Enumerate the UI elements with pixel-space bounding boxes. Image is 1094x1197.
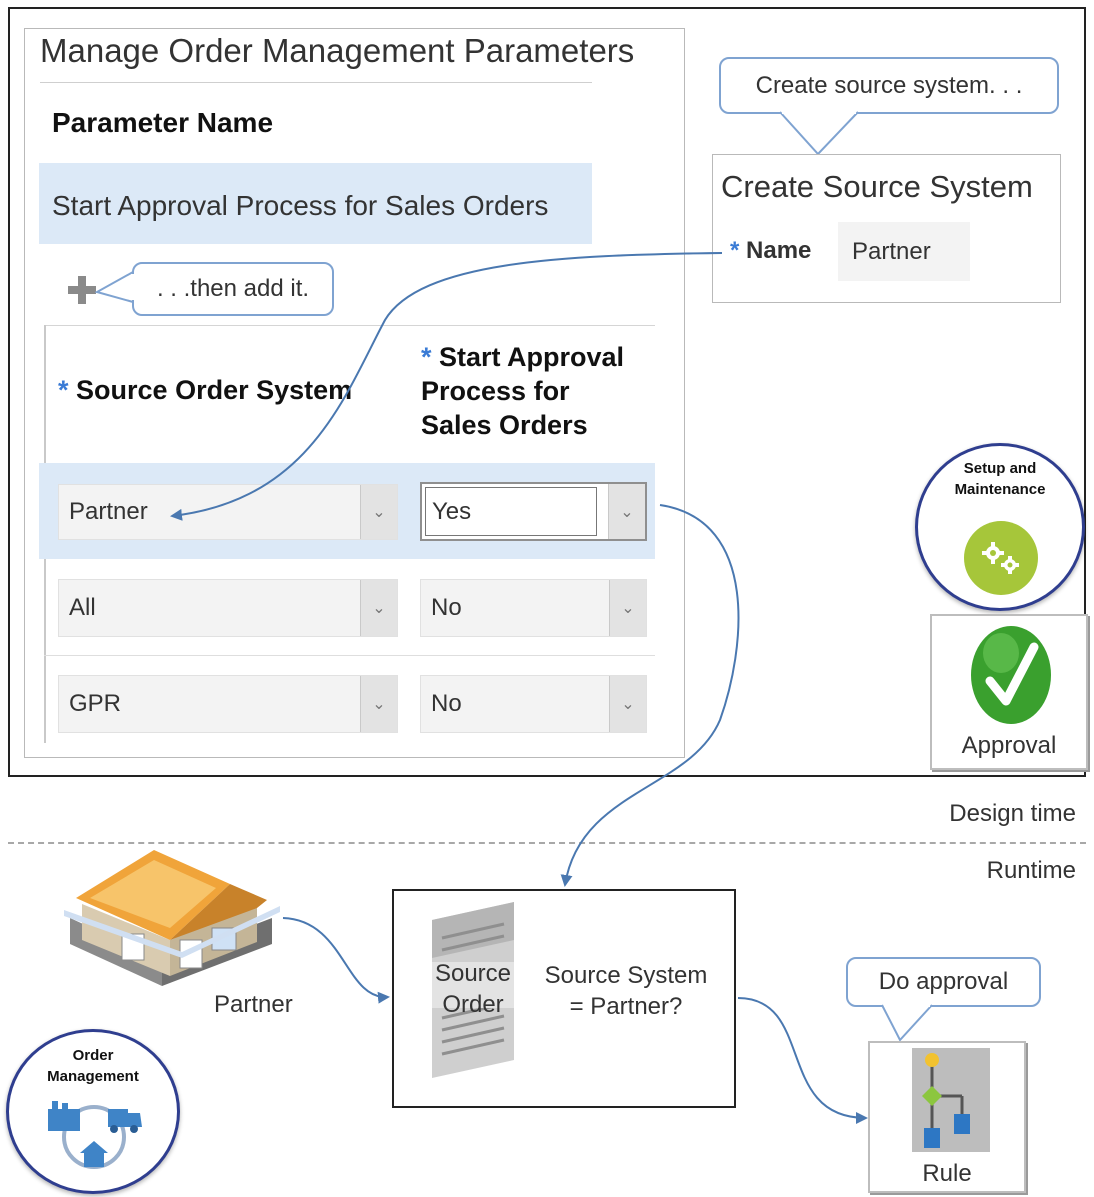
setup-badge-label: Setup and Maintenance xyxy=(915,458,1085,500)
document-label: Source Order xyxy=(426,958,520,1020)
source-select[interactable]: All ⌄ xyxy=(58,579,398,637)
chevron-down-icon[interactable]: ⌄ xyxy=(609,676,646,732)
name-field-value: Partner xyxy=(852,237,931,265)
design-runtime-separator xyxy=(8,842,1086,844)
source-column-header: * Source Order System xyxy=(58,375,352,406)
parameter-name-value: Start Approval Process for Sales Orders xyxy=(52,190,549,221)
arrow-partner-to-source-box xyxy=(282,917,390,1004)
condition-line2: = Partner? xyxy=(569,993,683,1020)
approval-column-header: * Start Approval Process for Sales Order… xyxy=(421,340,624,442)
page-title: Manage Order Management Parameters xyxy=(40,32,635,69)
om-badge-line1: Order xyxy=(72,1047,114,1064)
chevron-down-icon[interactable]: ⌄ xyxy=(360,485,397,539)
add-icon[interactable] xyxy=(66,274,98,306)
required-marker: * xyxy=(730,237,740,264)
source-select-value: Partner xyxy=(69,498,148,525)
setup-badge-line2: Maintenance xyxy=(954,481,1046,498)
parameter-row-selected[interactable] xyxy=(39,163,592,244)
approval-select[interactable]: No ⌄ xyxy=(420,675,647,733)
rule-tile-label: Rule xyxy=(922,1160,972,1187)
approval-select[interactable]: Yes ⌄ xyxy=(420,482,647,541)
approval-select[interactable]: No ⌄ xyxy=(420,579,647,637)
supply-chain-icon xyxy=(44,1097,144,1171)
chevron-down-icon[interactable]: ⌄ xyxy=(360,676,397,732)
approval-header-line1: Start Approval xyxy=(439,342,625,372)
name-label: Name xyxy=(746,237,812,264)
document-label-line2: Order xyxy=(442,991,504,1018)
table-divider-top xyxy=(44,325,655,326)
runtime-label: Runtime xyxy=(986,857,1076,884)
create-source-callout: Create source system. . . xyxy=(719,57,1059,114)
om-badge-label: Order Management xyxy=(6,1045,180,1087)
gears-icon xyxy=(963,520,1039,596)
source-select-value: GPR xyxy=(69,690,122,717)
required-marker: * xyxy=(421,342,432,372)
approval-select-value: Yes xyxy=(432,497,472,525)
checkmark-icon xyxy=(968,623,1054,725)
source-column-label: Source Order System xyxy=(76,375,353,405)
name-label-group: * Name xyxy=(730,237,811,265)
arrow-source-box-to-rule xyxy=(737,997,868,1124)
do-approval-callout-pointer xyxy=(881,1004,933,1042)
chevron-down-icon[interactable]: ⌄ xyxy=(360,580,397,636)
source-select-value: All xyxy=(69,594,96,621)
partner-label: Partner xyxy=(214,991,293,1018)
source-select[interactable]: Partner ⌄ xyxy=(58,484,398,540)
chevron-down-icon[interactable]: ⌄ xyxy=(608,484,645,539)
rule-flow-icon xyxy=(902,1048,992,1158)
title-divider xyxy=(40,82,592,83)
approval-header-line3: Sales Orders xyxy=(421,410,588,440)
approval-select-value: No xyxy=(431,594,462,621)
document-label-line1: Source xyxy=(434,960,512,987)
building-icon xyxy=(62,848,284,986)
parameter-name-header: Parameter Name xyxy=(52,107,274,138)
approval-select-value: No xyxy=(431,690,462,717)
arrow-yes-to-source-box xyxy=(560,504,740,887)
required-marker: * xyxy=(58,375,69,405)
arrow-name-to-partner-row xyxy=(170,252,723,521)
callout-pointer-mask xyxy=(131,274,135,300)
approval-select-inner xyxy=(425,487,597,536)
om-badge-line2: Management xyxy=(47,1068,139,1085)
approval-tile-label: Approval xyxy=(961,732,1057,759)
approval-header-line2: Process for xyxy=(421,376,570,406)
design-time-label: Design time xyxy=(949,800,1076,827)
add-callout: . . .then add it. xyxy=(132,262,334,316)
setup-badge-line1: Setup and xyxy=(963,460,1037,477)
do-approval-callout: Do approval xyxy=(846,957,1041,1007)
source-select[interactable]: GPR ⌄ xyxy=(58,675,398,733)
create-source-title: Create Source System xyxy=(721,169,1033,204)
chevron-down-icon[interactable]: ⌄ xyxy=(609,580,646,636)
condition-text: Source System = Partner? xyxy=(533,960,719,1022)
row-divider xyxy=(44,655,655,656)
document-icon xyxy=(428,900,518,1080)
condition-line1: Source System xyxy=(544,962,708,989)
name-field[interactable]: Partner xyxy=(838,222,970,281)
